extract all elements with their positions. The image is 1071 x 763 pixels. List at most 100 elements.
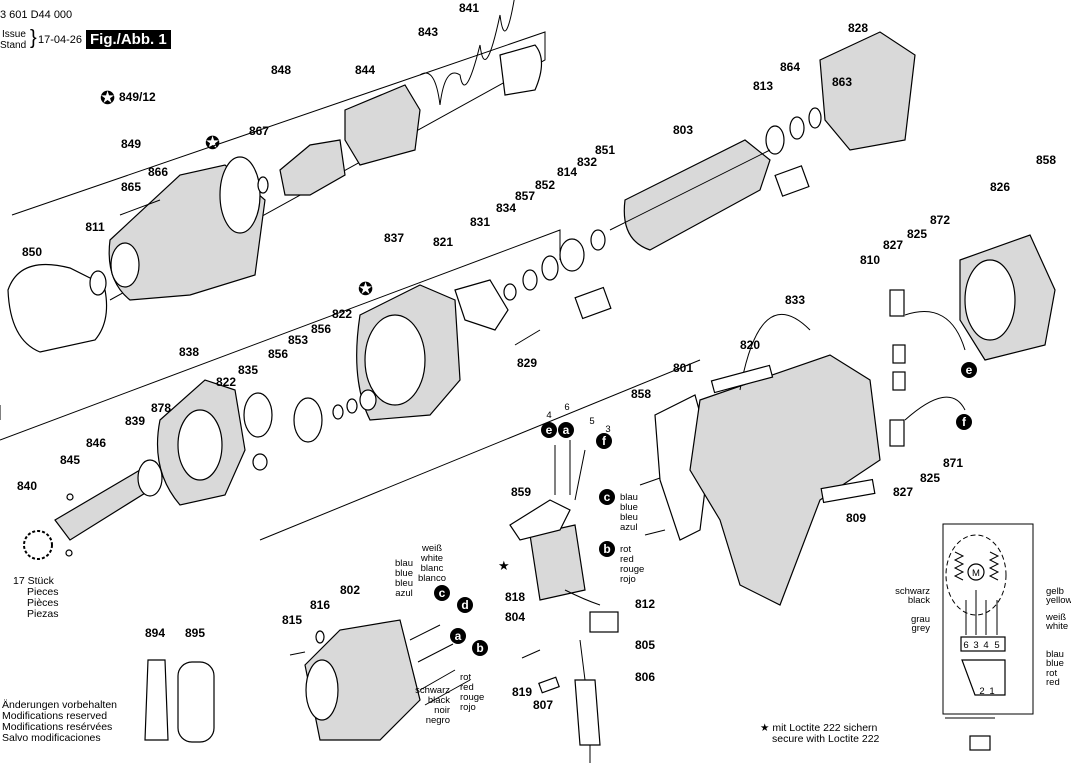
wire-label-blue: blue [620,502,638,513]
part-number-844: 844 [355,63,375,77]
part-number-827: 827 [883,238,903,252]
part-number-809: 809 [846,511,866,525]
wire-number-4: 4 [546,410,551,421]
schematic-terminal: 5 [994,640,999,651]
part-number-812: 812 [635,597,655,611]
part-number-878: 878 [151,401,171,415]
part-number-838: 838 [179,345,199,359]
stand-label: Stand [0,40,27,51]
mod-de: Änderungen vorbehalten [2,699,118,711]
part-number-822: 822 [332,307,352,321]
connector-badge-f [956,414,972,430]
part-number-815: 815 [282,613,302,627]
part-809-label [820,478,876,504]
star-reference: 849/12 [119,90,156,104]
connector-badge-c [434,585,450,601]
star-icon: ★ [760,722,773,734]
schematic-label-right: blue [1046,658,1064,669]
schematic-label-right: blau [1046,649,1064,660]
part-number-829: 829 [517,356,537,370]
part-number-872: 872 [930,213,950,227]
part-number-864: 864 [780,60,800,74]
wire-label-red: rojo [620,574,636,585]
part-853-gear [293,397,323,443]
schematic-label-right: rot [1046,668,1057,679]
part-number-843: 843 [418,25,438,39]
part-number-895: 895 [185,626,205,640]
part-number-845: 845 [60,453,80,467]
wire-label-black: schwarz [415,685,450,696]
part-number-806: 806 [635,670,655,684]
part-number-853: 853 [288,333,308,347]
part-number-804: 804 [505,610,525,624]
part-number-813: 813 [753,79,773,93]
part-number-834: 834 [496,201,516,215]
mod-fr: Modifications resérvées [2,721,113,733]
pieces-en: Pieces [27,586,59,598]
wire-label-red: red [620,554,634,565]
connector-letter-b: b [603,542,610,556]
pieces-fr: Pièces [27,597,59,609]
figure-label: Fig./Abb. 1 [86,30,171,49]
part-number-856: 856 [311,322,331,336]
wire-label-blue: bleu [620,512,638,523]
wire-label-black: negro [426,715,450,726]
schematic-label-left: grey [912,623,931,634]
part-811-oring [89,270,107,296]
part-number-866: 866 [148,165,168,179]
motor-symbol [967,563,985,581]
part-number-826: 826 [990,180,1010,194]
part-810-brush-holder [889,289,905,317]
part-number-841: 841 [459,1,479,15]
part-number-807: 807 [533,698,553,712]
schematic-switch-terminal: 1 [989,686,994,697]
part-number-846: 846 [86,436,106,450]
part-number-837: 837 [384,231,404,245]
pieces-de: 17 Stück [13,575,54,587]
part-848-anvil [279,139,346,196]
connector-letter-c: c [439,586,446,600]
brace: } [30,27,37,49]
star-icon: ✪ [358,279,374,299]
wire-label-red: rot [620,544,631,555]
document-number: 3 601 D44 000 [0,9,73,21]
part-831-bearing-plate [454,279,509,331]
connector-letter-e: e [966,363,973,377]
modifications-note: Änderungen vorbehalten Modifications res… [2,700,117,744]
part-number-820: 820 [740,338,760,352]
schematic-label-left: schwarz [895,586,930,597]
schematic-label-left: grau [911,614,930,625]
wire-label-red: rot [460,672,471,683]
connector-badge-a [450,628,466,644]
pieces-note: 17 Stück Pieces Pièces Piezas [13,576,59,620]
connector-letter-c: c [604,490,611,504]
part-844-hammer [344,84,421,166]
part-835-gear [243,392,273,438]
issue-date: 17-04-26 [38,34,83,46]
wire-label-white: blanco [418,573,446,584]
part-number-856: 856 [268,347,288,361]
part-804-switch [529,524,586,601]
part-number-839: 839 [125,414,145,428]
part-828-end-cover [819,31,916,151]
connector-letter-e: e [546,423,553,437]
star-icon: ✪ [205,133,221,153]
connector-badge-e [541,422,557,438]
part-number-825: 825 [907,227,927,241]
part-number-833: 833 [785,293,805,307]
wire-label-blue: blau [620,492,638,503]
wire-label-blue: bleu [395,578,413,589]
connector-letter-f: f [602,434,607,448]
part-number-849: 849 [121,137,141,151]
part-number-814: 814 [557,165,577,179]
wire-label-white: weiß [421,543,442,554]
connector-badge-c [599,489,615,505]
schematic-terminal: 4 [983,640,988,651]
connector-letter-a: a [563,423,570,437]
part-number-803: 803 [673,123,693,137]
part-number-852: 852 [535,178,555,192]
wire-label-blue: azul [395,588,412,599]
wire-label-black: noir [434,705,450,716]
schematic-terminal: 3 [973,640,978,651]
